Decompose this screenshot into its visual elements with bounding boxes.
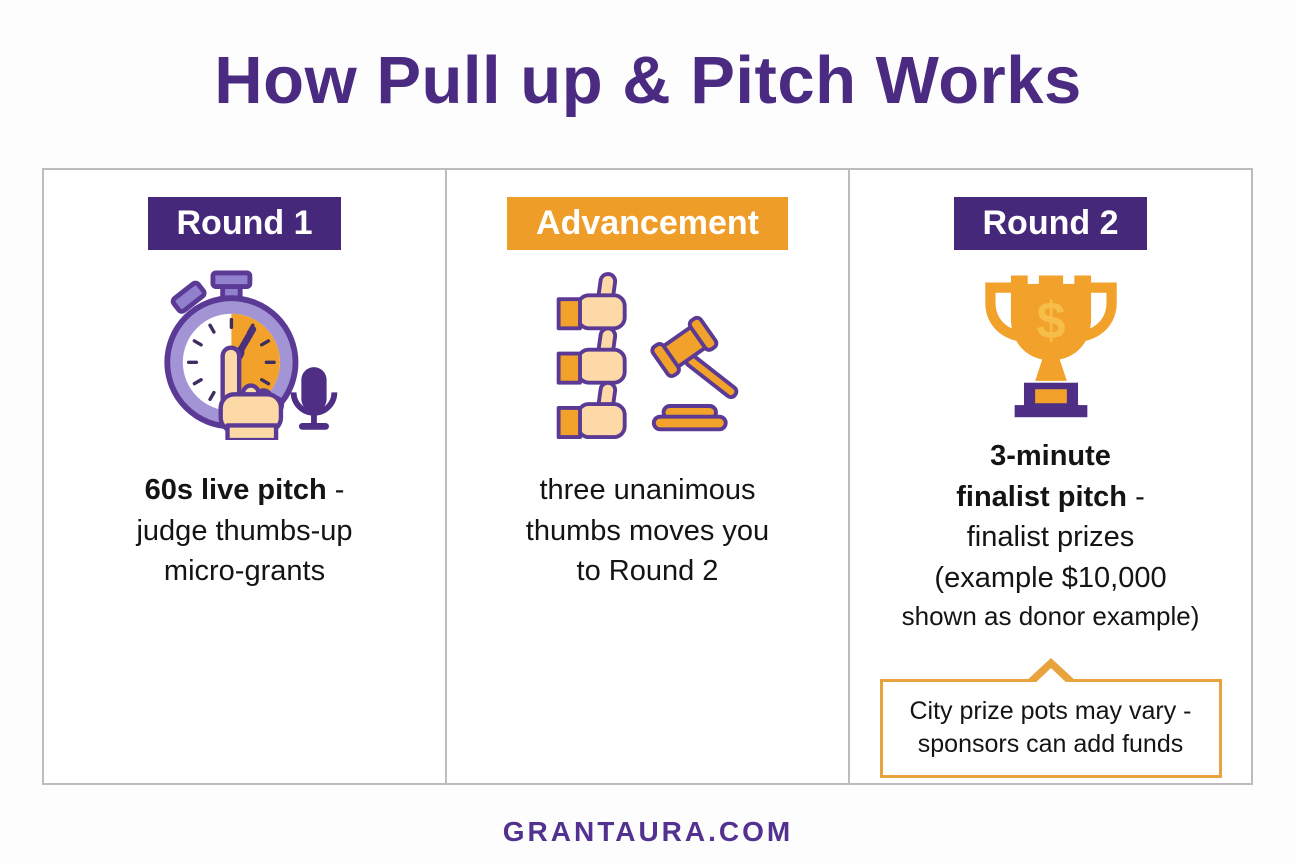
website-url: GRANTAURA.COM [502, 816, 794, 847]
desc-bold-line: 3-minute [990, 440, 1111, 473]
column-round-2: Round 2 $ [848, 170, 1251, 783]
process-board: Round 1 [42, 168, 1253, 785]
desc-text: - [1127, 480, 1145, 513]
page-title: How Pull up & Pitch Works [214, 43, 1082, 118]
callout-line: City prize pots may vary - [909, 696, 1192, 725]
desc-line: to Round 2 [576, 555, 719, 588]
round-2-description: 3-minute finalist pitch - finalist prize… [902, 436, 1200, 635]
advancement-description: three unanimous thumbs moves you to Roun… [526, 470, 769, 592]
desc-small-line: shown as donor example) [901, 601, 1200, 632]
round-1-badge: Round 1 [147, 197, 342, 251]
trophy-dollar-glyph: $ [1036, 292, 1065, 350]
desc-text: - [326, 474, 345, 507]
desc-line: 60s live pitch - [136, 470, 352, 511]
desc-line: judge thumbs-up [136, 514, 353, 547]
column-round-1: Round 1 [44, 170, 445, 783]
dollar-trophy-icon: $ [981, 264, 1121, 424]
callout-line: sponsors can add funds [917, 729, 1184, 758]
desc-line: micro-grants [163, 555, 326, 588]
desc-line: (example $10,000 [934, 561, 1167, 594]
round-1-description: 60s live pitch - judge thumbs-up micro-g… [136, 470, 352, 592]
desc-bold-text: finalist pitch [956, 480, 1128, 513]
desc-bold-text: 60s live pitch [144, 474, 327, 507]
desc-line: thumbs moves you [525, 514, 770, 547]
three-thumbs-up-gavel-icon [541, 266, 755, 444]
prize-note-callout: City prize pots may vary - sponsors can … [879, 657, 1222, 778]
column-advancement: Advancement [445, 170, 848, 783]
desc-line: finalist pitch - [902, 477, 1200, 518]
stopwatch-hand-microphone-icon [138, 266, 352, 444]
desc-line: finalist prizes [966, 521, 1135, 554]
round-2-badge: Round 2 [953, 197, 1148, 251]
desc-line: three unanimous [539, 474, 756, 507]
advancement-badge: Advancement [507, 197, 788, 251]
callout-pointer-fill [1031, 667, 1070, 686]
